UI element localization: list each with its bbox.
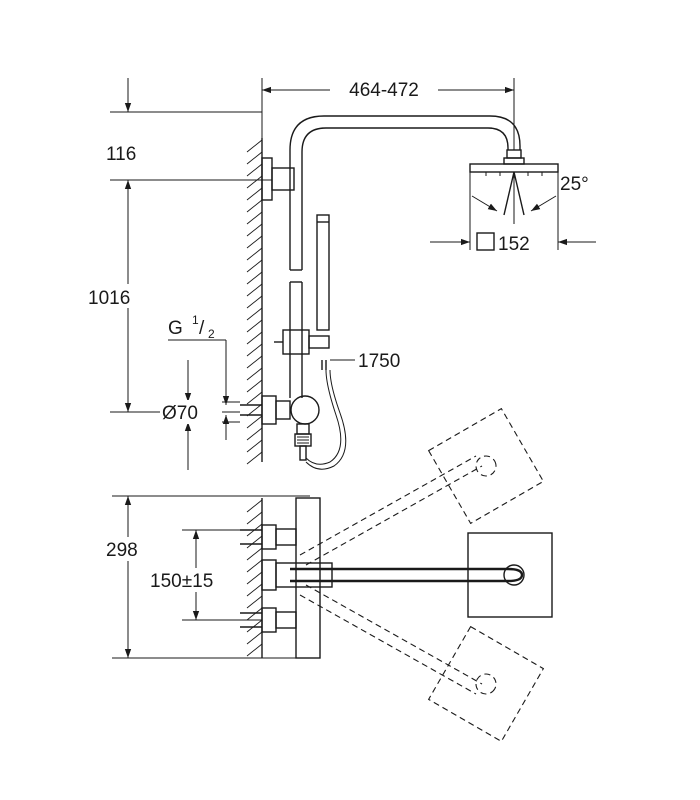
wall-hatch-line: [246, 559, 263, 573]
wall-hatch-line: [246, 139, 263, 153]
wall-hatch-line: [246, 415, 263, 429]
wall-hatch-line: [246, 223, 263, 237]
wall-hatch-line: [246, 607, 263, 621]
dimension-vertical-left: 116 1016: [86, 78, 272, 413]
wall-hatch-line: [246, 307, 263, 321]
wall-hatch-line: [246, 343, 263, 357]
wall-hatch-line: [246, 367, 263, 381]
thread-label: G: [168, 318, 183, 339]
arm-reach-label: 464-472: [349, 80, 419, 101]
wall-hatch-line: [246, 379, 263, 393]
height-label: 1016: [88, 288, 130, 309]
dimension-head-size: 152: [430, 172, 596, 255]
wall-hatch-line: [246, 403, 263, 417]
thread-numerator: 1: [192, 313, 199, 327]
thread-denominator: 2: [208, 327, 215, 341]
wall-hatch-line: [246, 619, 263, 633]
wall-hatch-line: [246, 595, 263, 609]
wall-hatch-line: [246, 235, 263, 249]
dimension-diameter: G 1 / 2 Ø70: [160, 313, 240, 470]
shower-column: [240, 115, 521, 470]
wall-hatch-line: [246, 151, 263, 165]
thread-slash: /: [199, 318, 205, 339]
wall-hatch-line: [246, 187, 263, 201]
dimension-inlet-spacing: 150±15: [148, 529, 262, 621]
wall-hatch-line: [246, 247, 263, 261]
wall-hatch-line: [246, 355, 263, 369]
wall-hatch-line: [246, 535, 263, 549]
wall-offset-label: 116: [106, 144, 136, 165]
wall-hatch-line: [246, 427, 263, 441]
wall-lower: [246, 498, 263, 658]
shower-arm-plan: [290, 532, 553, 618]
wall-hatch-line: [246, 391, 263, 405]
wall-hatch-line: [246, 295, 263, 309]
wall-hatch-line: [246, 511, 263, 525]
wall-hatch-line: [246, 583, 263, 597]
wall-hatch-line: [246, 451, 263, 465]
inlet-spacing-label: 150±15: [150, 571, 213, 592]
hose-length-label: 1750: [358, 351, 400, 372]
dimension-hose: 1750: [330, 351, 400, 372]
wall-hatch-line: [246, 211, 263, 225]
wall-hatch-line: [246, 175, 263, 189]
wall-hatch-line: [246, 499, 263, 513]
shower-head: [469, 149, 559, 224]
wall-hatch-line: [246, 571, 263, 585]
wall-hatch-line: [246, 283, 263, 297]
wall-hatch-line: [246, 439, 263, 453]
wall-hatch-line: [246, 547, 263, 561]
wall-hatch-line: [246, 319, 263, 333]
wall-hatch-line: [246, 199, 263, 213]
wall-hatch-line: [246, 271, 263, 285]
body-height-label: 298: [106, 540, 138, 561]
dimension-spray-angle: 25°: [471, 174, 589, 212]
arm-rotation-dashed: [299, 407, 545, 743]
wall-hatch-line: [246, 331, 263, 345]
spray-angle-label: 25°: [560, 174, 589, 195]
wall-hatch-line: [246, 259, 263, 273]
wall-hatch-line: [246, 631, 263, 645]
dimension-body-height: 298: [96, 495, 310, 659]
wall-hatch-line: [246, 163, 263, 177]
diameter-label: Ø70: [162, 403, 198, 424]
head-size-label: 152: [498, 234, 530, 255]
dimension-arm-reach: 464-472: [261, 78, 515, 150]
wall-hatch-line: [246, 643, 263, 657]
